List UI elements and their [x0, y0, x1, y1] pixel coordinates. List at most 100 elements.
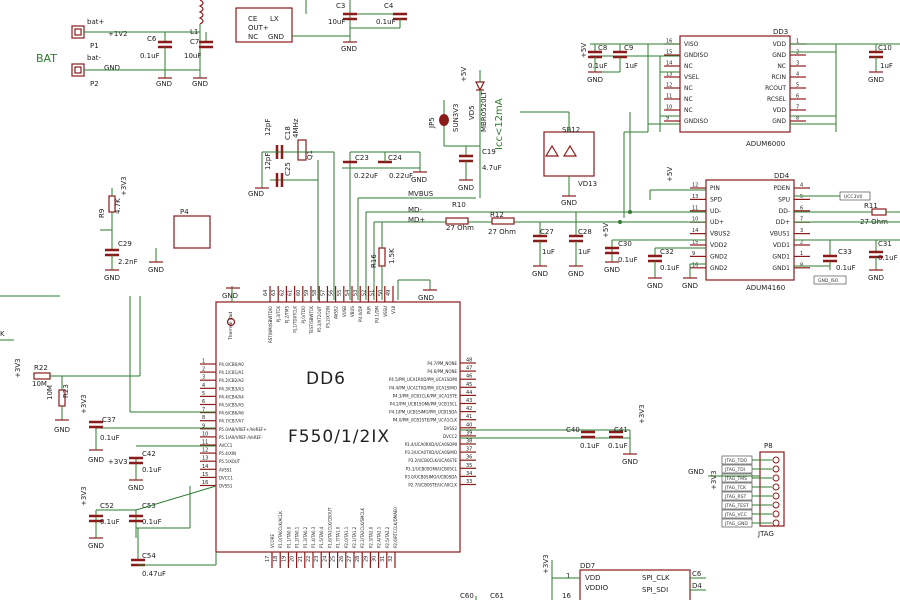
- svg-text:GND: GND: [682, 282, 698, 290]
- svg-text:14: 14: [666, 61, 672, 67]
- svg-text:P4.2/CB2/A2: P4.2/CB2/A2: [219, 378, 244, 383]
- battery-gnd-net: GND: [104, 64, 120, 72]
- svg-text:C30: C30: [618, 240, 632, 248]
- battery-connector: BAT bat+ P1 bat- P2 +1V2 GND: [36, 18, 200, 88]
- svg-text:JTAG_VCC: JTAG_VCC: [724, 512, 747, 518]
- svg-text:V18: V18: [391, 306, 396, 314]
- svg-text:+3V3: +3V3: [14, 358, 22, 378]
- svg-text:33: 33: [466, 479, 472, 485]
- svg-text:JTAG_GND: JTAG_GND: [724, 521, 748, 527]
- svg-text:0.1uF: 0.1uF: [142, 518, 162, 526]
- svg-text:VBUS: VBUS: [350, 306, 355, 317]
- svg-text:RCSEL: RCSEL: [767, 96, 787, 103]
- svg-text:29: 29: [363, 556, 369, 562]
- svg-text:3: 3: [800, 228, 803, 234]
- svg-text:R10: R10: [452, 201, 466, 209]
- svg-text:PUR: PUR: [366, 306, 371, 314]
- svg-text:+3V3: +3V3: [108, 458, 128, 466]
- svg-text:UD-: UD-: [710, 208, 721, 215]
- svg-text:0.22uF: 0.22uF: [354, 172, 378, 180]
- svg-text:51: 51: [370, 290, 376, 296]
- svg-text:GND: GND: [128, 484, 144, 492]
- svg-text:AVCC1: AVCC1: [219, 443, 233, 448]
- svg-text:0.1uF: 0.1uF: [100, 434, 120, 442]
- svg-text:15: 15: [202, 472, 208, 478]
- svg-text:P2.7/UCB0STE/UCA0CLK: P2.7/UCB0STE/UCA0CLK: [408, 483, 457, 488]
- svg-text:+3V3: +3V3: [80, 486, 88, 506]
- usb-power: +5V VD5 MBR0520LT Icc<12mA JP5 SUN3V3 GN…: [428, 67, 505, 198]
- regulator-body: [235, 7, 293, 43]
- svg-text:P4: P4: [180, 208, 189, 216]
- svg-text:7: 7: [202, 407, 205, 413]
- svg-text:P1.6/TA1CLK/CBOUT: P1.6/TA1CLK/CBOUT: [327, 507, 332, 548]
- net-tags: UCC3V0 GND_ISO R11 27 Ohm C33 0.1uF GND …: [602, 167, 900, 290]
- dd3-pin-3: 3NC: [777, 61, 806, 70]
- svg-text:DVCC1: DVCC1: [219, 475, 233, 480]
- svg-text:C32: C32: [660, 248, 674, 256]
- icc-note: Icc<12mA: [494, 98, 505, 150]
- svg-text:P4.4/CB4/A4: P4.4/CB4/A4: [219, 394, 244, 399]
- svg-text:59: 59: [304, 290, 310, 296]
- svg-text:PJ.0/TDO: PJ.0/TDO: [301, 306, 306, 323]
- svg-text:PJ.2/TMS: PJ.2/TMS: [284, 306, 289, 324]
- dvcc2-caps: GND C40 0.1uF C41 0.1uF +3V3: [460, 404, 646, 466]
- svg-text:22: 22: [306, 556, 312, 562]
- dd4-ref: DD4: [774, 172, 790, 180]
- svg-text:VUSB: VUSB: [342, 306, 347, 317]
- jtag-pins: JTAG_TDOJTAG_TDIJTAG_TMSJTAG_TCKJTAG_RST…: [721, 455, 780, 528]
- svg-text:GND: GND: [248, 190, 264, 198]
- svg-text:P2.6/RTCCLK/DMAE0: P2.6/RTCCLK/DMAE0: [393, 507, 398, 548]
- svg-text:P1.0/TA0CLK/ACLK: P1.0/TA0CLK/ACLK: [278, 511, 283, 548]
- svg-text:AVSS1: AVSS1: [219, 467, 232, 472]
- svg-text:27 Ohm: 27 Ohm: [446, 224, 474, 232]
- svg-text:P2.4/TA2.1: P2.4/TA2.1: [377, 526, 382, 548]
- svg-text:+5V: +5V: [460, 67, 468, 82]
- svg-text:JTAG_RST: JTAG_RST: [724, 494, 746, 500]
- l1-inductor: [198, 0, 204, 25]
- svg-text:C27: C27: [540, 228, 554, 236]
- svg-text:1: 1: [566, 572, 570, 580]
- svg-text:PU.0/DP: PU.0/DP: [358, 305, 363, 322]
- svg-text:38: 38: [466, 439, 472, 445]
- svg-text:C25: C25: [284, 162, 292, 176]
- svg-text:GND: GND: [148, 266, 164, 274]
- svg-text:LX: LX: [270, 15, 279, 23]
- svg-text:25: 25: [331, 556, 337, 562]
- svg-text:46: 46: [466, 374, 472, 380]
- vd13-tvs: SB12 VD13 GND: [520, 111, 597, 207]
- svg-text:AVSS2: AVSS2: [334, 306, 339, 319]
- svg-text:1: 1: [800, 251, 803, 257]
- svg-text:JTAG_TDI: JTAG_TDI: [724, 467, 745, 473]
- svg-text:K: K: [0, 330, 5, 338]
- svg-text:CE: CE: [248, 15, 257, 23]
- svg-text:10: 10: [666, 105, 672, 111]
- svg-text:28: 28: [355, 556, 361, 562]
- svg-text:VDD: VDD: [773, 107, 787, 114]
- svg-text:18: 18: [273, 556, 279, 562]
- svg-text:0.1uF: 0.1uF: [878, 254, 898, 262]
- svg-text:+3V3: +3V3: [120, 176, 128, 196]
- svg-text:+3V3: +3V3: [638, 404, 646, 424]
- svg-text:23: 23: [314, 556, 320, 562]
- svg-text:DD+: DD+: [776, 219, 790, 226]
- svg-text:Q1: Q1: [306, 150, 314, 160]
- svg-text:P4.5/PM_UCA1RXD/PM_UCA1SOMI: P4.5/PM_UCA1RXD/PM_UCA1SOMI: [389, 377, 457, 382]
- jtag-label: JTAG: [757, 530, 774, 538]
- svg-text:10M: 10M: [32, 380, 47, 388]
